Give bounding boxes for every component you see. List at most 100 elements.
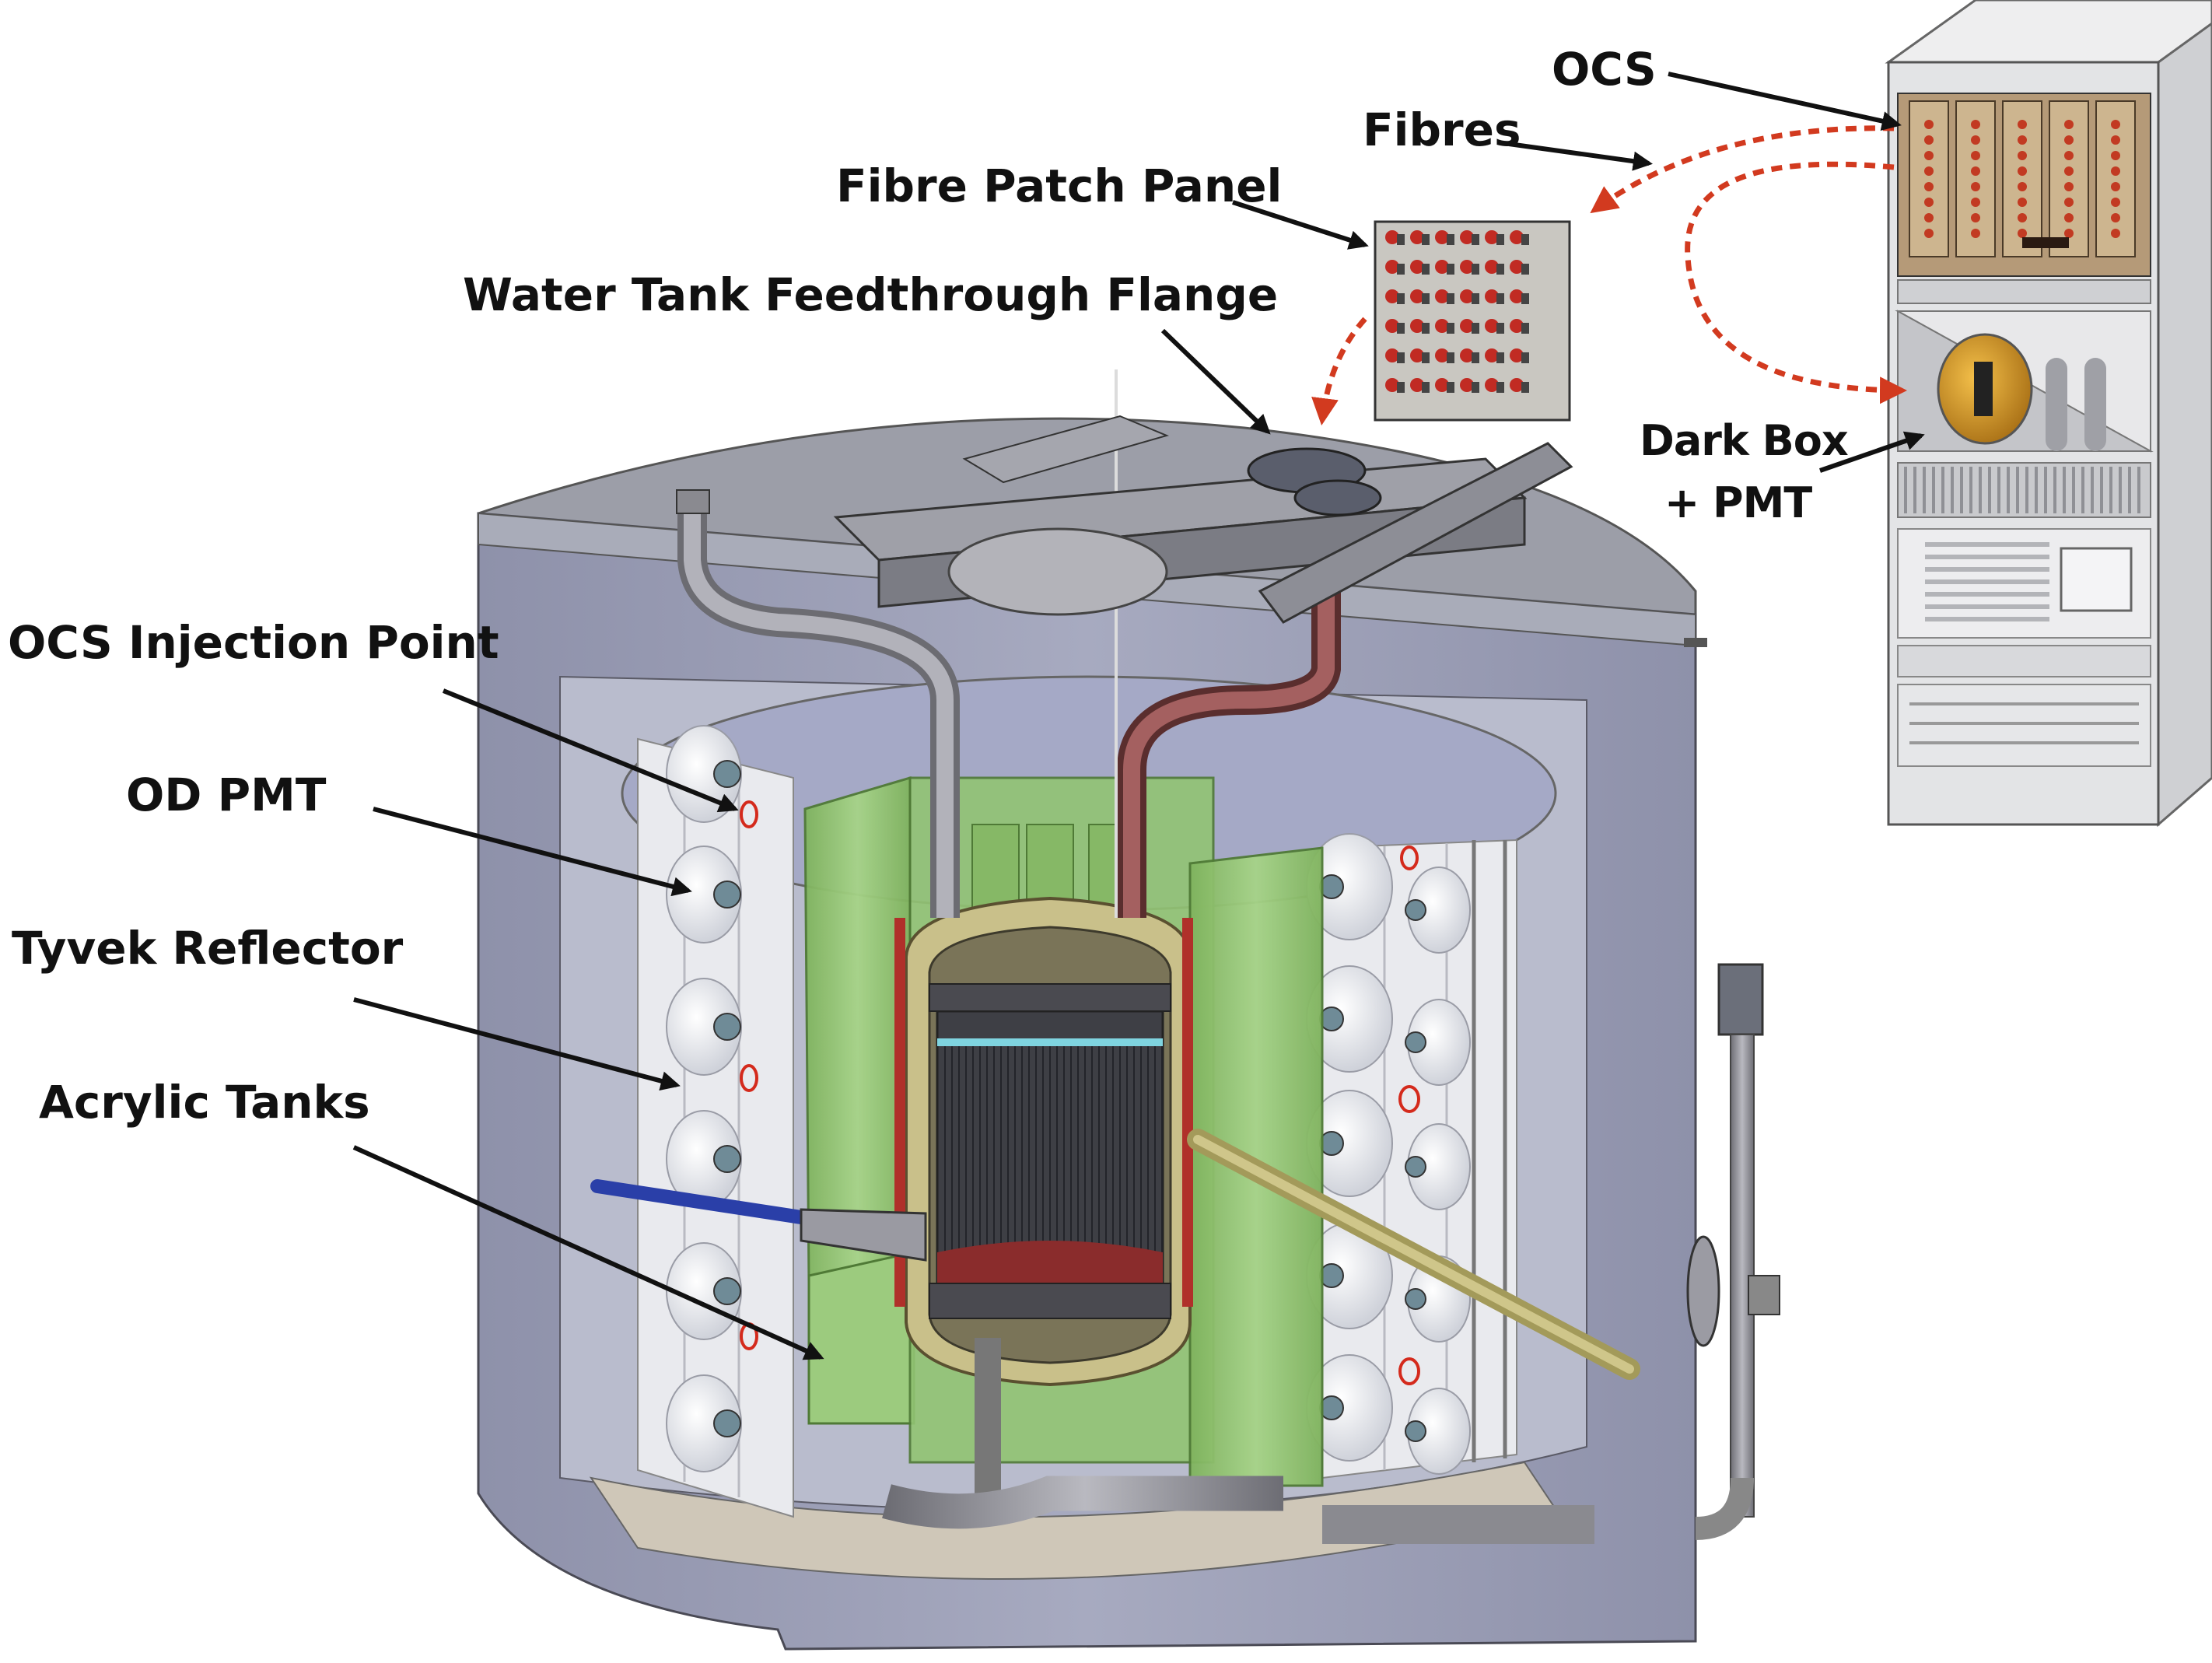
patch-connector-cable [1397,323,1405,334]
patch-connector-cable [1422,352,1430,363]
patch-connector-cable [1397,293,1405,304]
fibre-route [1311,125,1907,425]
patch-connector-cable [1397,352,1405,363]
ocs-rack [1885,0,2212,828]
label-dark-box-line2: + PMT [1664,478,1812,527]
patch-connector [1460,378,1474,392]
external-pipe-tower [1686,963,1780,1540]
patch-connector [1460,319,1474,333]
patch-connector [1410,230,1424,244]
ocs-fibre-port [2018,182,2027,191]
patch-connector-cable [1496,234,1504,245]
ocs-fibre-port [1971,135,1980,145]
label-acrylic-tanks: Acrylic Tanks [39,1076,370,1129]
arrow-fibres [1508,142,1653,171]
patch-connector-cable [1521,264,1529,275]
patch-connector-cable [1496,323,1504,334]
patch-connector [1410,289,1424,303]
label-fibre-patch-panel: Fibre Patch Panel [836,159,1283,212]
patch-connector-cable [1397,264,1405,275]
lid-structure [676,415,1573,624]
patch-connector [1435,260,1449,274]
arrow-ocs [1668,72,1902,131]
ocs-fibre-port [2064,198,2074,207]
patch-connector-cable [1521,382,1529,393]
patch-connector [1435,289,1449,303]
patch-connector-cable [1521,352,1529,363]
ocs-fibre-port [2111,135,2120,145]
ocs-modules [1909,100,2136,257]
injection-marker [1398,1085,1420,1113]
od-pmt-face [1405,899,1426,921]
ocs-fibre-port [2111,151,2120,160]
injection-marker [740,1064,758,1092]
ocs-fibre-port [2064,182,2074,191]
patch-connector-cable [1447,234,1454,245]
patch-connector [1410,319,1424,333]
ocs-fibre-port [1924,198,1934,207]
ocs-fibre-port [2018,166,2027,176]
patch-connector-cable [1496,352,1504,363]
ocs-fibre-port [1924,213,1934,222]
patch-connector [1485,319,1499,333]
ocs-fibre-port [2018,151,2027,160]
patch-connector [1485,348,1499,362]
ocs-fibre-port [1924,120,1934,129]
ocs-fibre-port [2064,213,2074,222]
ocs-fibre-port [1924,166,1934,176]
ocs-fibre-port [1924,182,1934,191]
od-pmt-face [713,1013,741,1041]
ocs-fibre-port [2018,198,2027,207]
od-pmt-face [1405,1156,1426,1178]
detector-pipes [590,369,1640,1544]
patch-connector [1460,289,1474,303]
od-pmt-face [713,760,741,788]
injection-marker [1398,1357,1420,1385]
patch-connector [1435,230,1449,244]
ocs-fibre-port [2111,198,2120,207]
injection-marker [1400,846,1419,870]
patch-connector [1485,378,1499,392]
patch-connector [1510,230,1524,244]
od-pmt-face [713,1145,741,1173]
patch-connector [1410,348,1424,362]
patch-connector-cable [1422,382,1430,393]
ocs-fibre-port [2064,229,2074,238]
ocs-display [2022,237,2069,248]
ocs-fibre-port [2018,229,2027,238]
ocs-fibre-port [2111,120,2120,129]
ocs-fibre-port [2111,182,2120,191]
patch-connector [1510,289,1524,303]
patch-connector-cable [1447,352,1454,363]
label-od-pmt: OD PMT [126,768,327,821]
patch-connector-cable [1521,234,1529,245]
od-pmt-face [1405,1288,1426,1310]
arrow-ocs-injection-point [442,688,739,813]
ocs-fibre-port [1924,151,1934,160]
patch-connector-cable [1472,352,1479,363]
od-pmt-face [1405,1420,1426,1442]
patch-connector [1435,348,1449,362]
patch-connector-cable [1447,264,1454,275]
patch-connector [1510,348,1524,362]
ocs-fibre-port [1971,182,1980,191]
ocs-fibre-port [1971,166,1980,176]
patch-connector [1385,348,1399,362]
patch-connector-cable [1472,382,1479,393]
patch-connector-cable [1472,323,1479,334]
patch-connector [1485,260,1499,274]
arrow-acrylic-tanks [352,1145,824,1360]
label-dark-box-line1: Dark Box [1640,416,1849,465]
field-cage-lines [944,1046,1163,1252]
ocs-fibre-port [1971,229,1980,238]
ocs-fibre-port [2064,166,2074,176]
ocs-fibre-port [1971,198,1980,207]
patch-connector-cable [1422,293,1430,304]
rack-panel-lines [1925,542,2049,621]
patch-connector [1385,260,1399,274]
patch-connector-cable [1496,293,1504,304]
patch-connector [1435,319,1449,333]
patch-connector-cable [1521,323,1529,334]
arrow-od-pmt [373,807,692,897]
